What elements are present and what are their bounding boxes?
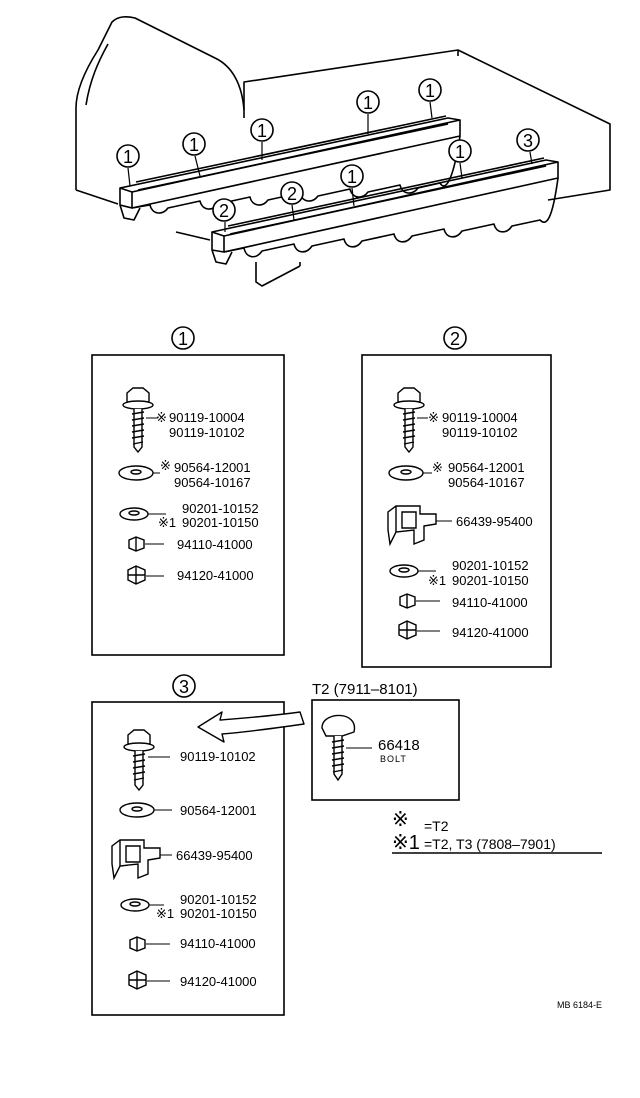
t2-title: T2 (7911–8101) bbox=[312, 681, 418, 698]
svg-text:1: 1 bbox=[123, 147, 133, 167]
svg-text:2: 2 bbox=[287, 184, 297, 204]
callout-1: 1 bbox=[418, 78, 442, 102]
bolt-icon bbox=[321, 714, 356, 782]
panel-1: 1 ※ 90119-10004 90119-10102 ※ 90564-1200… bbox=[91, 326, 285, 656]
flange-bolt-icon bbox=[393, 387, 425, 454]
part-number: 90201-10152 bbox=[452, 558, 529, 573]
nut-icon bbox=[129, 936, 146, 952]
part-number: 90564-12001 bbox=[448, 460, 525, 475]
svg-text:1: 1 bbox=[455, 142, 465, 162]
svg-text:1: 1 bbox=[347, 167, 357, 187]
panel-2-frame bbox=[361, 354, 552, 668]
legend-t2: =T2 bbox=[424, 818, 449, 834]
part-name: BOLT bbox=[380, 754, 407, 764]
flange-bolt-icon bbox=[123, 729, 155, 792]
part-number: 94110-41000 bbox=[177, 537, 253, 552]
truck-bed-illustration bbox=[75, 16, 611, 287]
lock-nut-icon bbox=[128, 970, 147, 990]
panel-2-callout: 2 bbox=[443, 326, 467, 350]
kome-mark: ※ bbox=[160, 458, 171, 473]
spring-washer-icon bbox=[389, 564, 419, 578]
nut-icon bbox=[128, 536, 145, 552]
t2-panel: T2 (7911–8101) 66418 BOLT bbox=[311, 681, 460, 801]
kome1-mark: ※1 bbox=[156, 906, 174, 921]
legend: ※ =T2 ※1 =T2, T3 (7808–7901) bbox=[392, 809, 602, 854]
svg-text:1: 1 bbox=[178, 329, 188, 349]
part-number: 90201-10150 bbox=[180, 906, 257, 921]
panel-1-callout: 1 bbox=[171, 326, 195, 350]
t2-frame bbox=[311, 699, 460, 801]
part-number: 90564-12001 bbox=[180, 803, 257, 818]
drawing-code: MB 6184-E bbox=[557, 1000, 602, 1010]
part-number: 90119-10004 bbox=[169, 410, 245, 425]
part-number: 66439-95400 bbox=[176, 848, 253, 863]
panel-3: 3 90119-10102 90564-12001 66439-95400 bbox=[91, 674, 305, 1016]
washer-icon bbox=[119, 802, 155, 818]
lock-nut-icon bbox=[398, 620, 417, 640]
svg-text:1: 1 bbox=[425, 81, 435, 101]
spring-washer-icon bbox=[119, 507, 149, 521]
part-number: 90201-10152 bbox=[180, 892, 257, 907]
clip-nut-icon bbox=[111, 839, 161, 881]
leader-lines bbox=[127, 101, 533, 232]
kome1-mark: ※1 bbox=[428, 573, 446, 588]
svg-text:1: 1 bbox=[189, 135, 199, 155]
callout-2: 2 bbox=[212, 198, 236, 222]
washer-icon bbox=[118, 465, 154, 481]
flange-bolt-icon bbox=[122, 387, 154, 454]
callout-1: 1 bbox=[448, 139, 472, 163]
lock-nut-icon bbox=[127, 565, 146, 585]
part-number: 90119-10102 bbox=[180, 749, 256, 764]
panel-3-frame bbox=[91, 701, 285, 1016]
svg-text:1: 1 bbox=[363, 93, 373, 113]
part-number: 94110-41000 bbox=[452, 595, 528, 610]
part-number: 66439-95400 bbox=[456, 514, 533, 529]
part-number: 90201-10150 bbox=[452, 573, 529, 588]
nut-icon bbox=[399, 593, 416, 609]
legend-t2-t3: =T2, T3 (7808–7901) bbox=[424, 836, 556, 852]
kome1-mark: ※1 bbox=[158, 515, 176, 530]
callout-1: 1 bbox=[356, 90, 380, 114]
spring-washer-icon bbox=[120, 898, 150, 912]
callout-circles-top: 1 1 1 1 1 2 2 1 1 3 bbox=[116, 78, 540, 222]
part-number: 94120-41000 bbox=[177, 568, 254, 583]
callout-1: 1 bbox=[182, 132, 206, 156]
svg-text:2: 2 bbox=[450, 329, 460, 349]
panel-1-frame bbox=[91, 354, 285, 656]
panel-3-callout: 3 bbox=[172, 674, 196, 698]
svg-text:3: 3 bbox=[523, 131, 533, 151]
kome-mark: ※ bbox=[392, 809, 409, 831]
part-number: 90201-10152 bbox=[182, 501, 259, 516]
svg-text:2: 2 bbox=[219, 201, 229, 221]
part-number: 94110-41000 bbox=[180, 936, 256, 951]
panel-2: 2 ※ 90119-10004 90119-10102 ※ 90564-1200… bbox=[361, 326, 552, 668]
part-number: 94120-41000 bbox=[180, 974, 257, 989]
callout-1: 1 bbox=[116, 144, 140, 168]
kome-mark: ※ bbox=[432, 460, 443, 475]
svg-text:3: 3 bbox=[179, 677, 189, 697]
part-number: 90201-10150 bbox=[182, 515, 259, 530]
part-number: 90119-10102 bbox=[169, 425, 245, 440]
part-number: 90564-10167 bbox=[448, 475, 525, 490]
svg-text:1: 1 bbox=[257, 121, 267, 141]
part-number: 66418 bbox=[378, 737, 420, 754]
kome-mark: ※ bbox=[156, 410, 167, 425]
callout-3: 3 bbox=[516, 128, 540, 152]
part-number: 90119-10004 bbox=[442, 410, 518, 425]
kome1-mark: ※1 bbox=[392, 832, 420, 854]
part-number: 94120-41000 bbox=[452, 625, 529, 640]
callout-2: 2 bbox=[280, 181, 304, 205]
part-number: 90564-10167 bbox=[174, 475, 251, 490]
callout-1: 1 bbox=[250, 118, 274, 142]
clip-nut-icon bbox=[387, 505, 437, 547]
callout-1: 1 bbox=[340, 164, 364, 188]
washer-icon bbox=[388, 465, 424, 481]
part-number: 90564-12001 bbox=[174, 460, 251, 475]
kome-mark: ※ bbox=[428, 410, 439, 425]
arrow-left-icon bbox=[197, 711, 305, 743]
part-number: 90119-10102 bbox=[442, 425, 518, 440]
